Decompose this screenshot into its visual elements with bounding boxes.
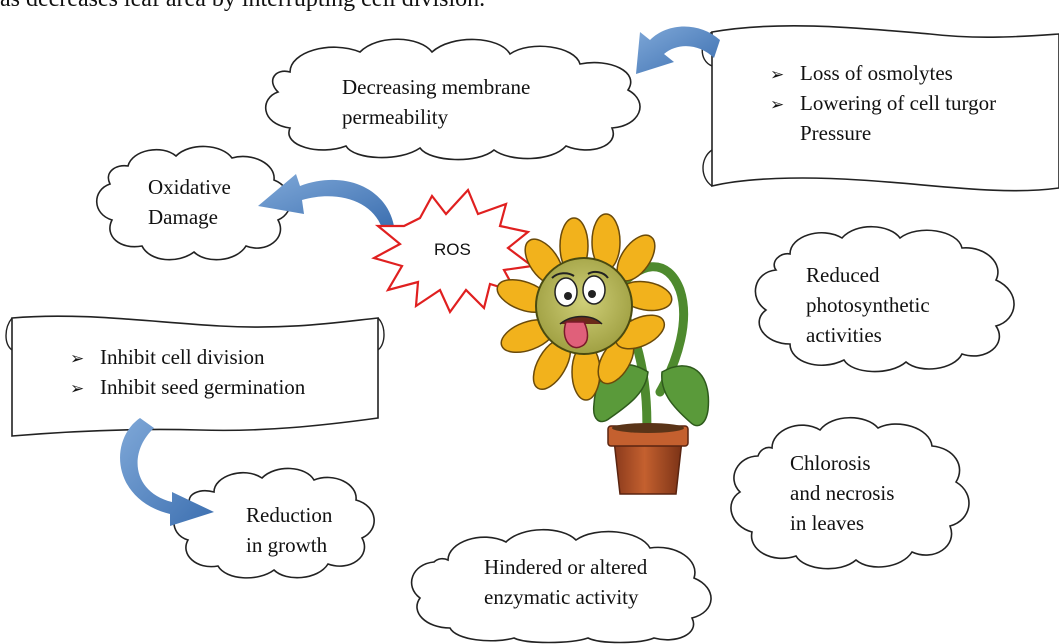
bullet-cell-turgor: Lowering of cell turgor — [770, 88, 996, 120]
cloud-photosynthetic — [754, 226, 1015, 373]
label-reduced-photosynthetic: Reduced photosynthetic activities — [806, 263, 930, 347]
arrow-osmolytes-to-membrane — [636, 26, 720, 74]
label-reduction-in-growth: Reduction in growth — [246, 503, 333, 557]
label-oxidative-damage: Oxidative Damage — [148, 175, 231, 229]
caption-fragment: as decreases leaf area by interrupting c… — [0, 0, 485, 13]
label-chlorosis-necrosis: Chlorosis and necrosis in leaves — [790, 451, 895, 535]
arrow-cell-to-growth — [120, 418, 214, 526]
plant-leaf-right — [661, 365, 710, 427]
cloud-chlorosis — [730, 417, 970, 570]
label-ros: ROS — [434, 240, 471, 259]
label-membrane-permeability: Decreasing membrane permeability — [342, 75, 531, 129]
cloud-membrane — [264, 38, 641, 161]
flower-pot — [607, 423, 689, 495]
label-hindered-enzymatic: Hindered or altered enzymatic activity — [484, 555, 648, 609]
cloud-enzymatic — [410, 528, 712, 644]
bullet-loss-of-osmolytes: Loss of osmolytes — [770, 58, 953, 90]
bullet-inhibit-cell-division: Inhibit cell division — [70, 342, 264, 374]
flower-face — [551, 270, 609, 349]
bullet-turgor-continuation: Pressure — [800, 121, 872, 145]
bullet-inhibit-seed-germination: Inhibit seed germination — [70, 372, 305, 404]
cloud-growth — [173, 467, 375, 579]
ros-starburst — [371, 187, 535, 315]
arrow-ros-to-oxidative — [258, 174, 394, 228]
flower-petals — [496, 213, 673, 401]
cloud-oxidative — [95, 145, 292, 261]
